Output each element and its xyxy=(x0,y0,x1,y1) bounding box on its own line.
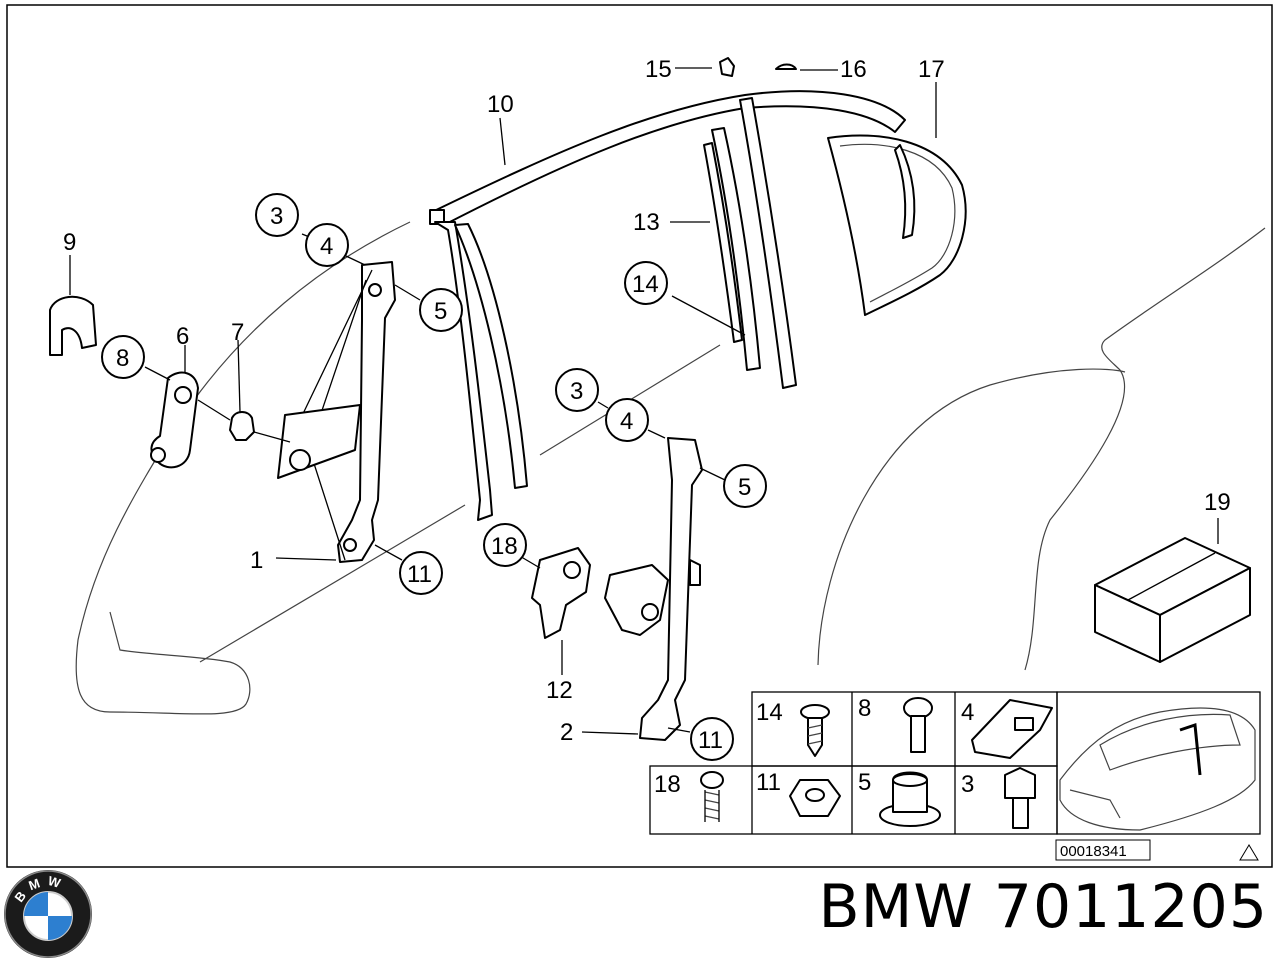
quarter-glass xyxy=(827,134,967,316)
callout-labels: 15 16 17 10 13 9 6 7 1 12 2 19 3 4 5 8 1… xyxy=(63,56,1231,754)
bubble-8 xyxy=(101,335,145,379)
label-15: 15 xyxy=(645,56,672,83)
label-16: 16 xyxy=(840,56,867,83)
nut-11-drawing xyxy=(789,779,841,817)
parts-diagram: 15 16 17 10 13 9 6 7 1 12 2 19 3 4 5 8 1… xyxy=(6,4,1273,868)
label-12: 12 xyxy=(546,677,573,704)
screw-18-drawing xyxy=(700,771,724,822)
label-4-rear: 4 xyxy=(620,408,633,435)
label-13: 13 xyxy=(633,209,660,236)
legend-label-5: 5 xyxy=(858,769,871,796)
label-11-front: 11 xyxy=(407,561,432,588)
diagram-frame xyxy=(6,4,1273,868)
label-17: 17 xyxy=(918,56,945,83)
bmw-logo: BMW xyxy=(2,868,94,965)
bolt-8-drawing xyxy=(903,697,933,753)
legend-label-14: 14 xyxy=(756,699,783,726)
label-3-front: 3 xyxy=(270,203,283,230)
legend-label-3: 3 xyxy=(961,771,974,798)
label-10: 10 xyxy=(487,91,514,118)
label-18-bubble: 18 xyxy=(491,533,518,560)
rear-window-regulator xyxy=(604,437,703,741)
bolt-3-drawing xyxy=(1004,767,1036,829)
legend-label-18: 18 xyxy=(654,771,681,798)
bubble-14 xyxy=(624,261,668,305)
label-1: 1 xyxy=(250,547,263,574)
label-8: 8 xyxy=(116,345,129,372)
legend-label-4: 4 xyxy=(961,699,974,726)
small-hardware xyxy=(49,295,291,469)
bubble-5-rear xyxy=(723,464,767,508)
bubble-5-front xyxy=(419,288,463,332)
bubble-4-front xyxy=(305,223,349,267)
bubble-11-front xyxy=(399,551,443,595)
label-2: 2 xyxy=(560,719,573,746)
label-9: 9 xyxy=(63,229,76,256)
window-motor xyxy=(531,547,591,639)
bubble-18 xyxy=(483,523,527,567)
bubble-4-rear xyxy=(605,398,649,442)
warning-triangle-icon xyxy=(1239,844,1259,861)
label-11-rear: 11 xyxy=(698,727,723,754)
front-window-regulator xyxy=(277,261,396,563)
label-5-rear: 5 xyxy=(738,474,751,501)
hardware-legend: 14 8 4 18 11 5 3 xyxy=(649,691,1261,861)
window-frame-strip xyxy=(429,90,906,521)
diagram-id: 00018341 xyxy=(1060,843,1127,860)
spacer-5-drawing xyxy=(879,771,941,827)
legend-label-8: 8 xyxy=(858,695,871,722)
trim-strips xyxy=(703,127,761,371)
car-body-outline xyxy=(75,221,1266,715)
bubble-3-front xyxy=(255,193,299,237)
label-6: 6 xyxy=(176,323,189,350)
parts-box xyxy=(1094,537,1251,663)
label-3-rear: 3 xyxy=(570,378,583,405)
label-14: 14 xyxy=(632,271,659,298)
label-5-front: 5 xyxy=(434,298,447,325)
label-7: 7 xyxy=(231,319,244,346)
legend-label-11: 11 xyxy=(756,769,781,796)
part-number-label: BMW 7011205 xyxy=(818,872,1268,942)
label-19: 19 xyxy=(1204,489,1231,516)
car-thumbnail-drawing xyxy=(1059,707,1256,831)
bubble-11-rear xyxy=(690,717,734,761)
label-4-front: 4 xyxy=(320,233,333,260)
bubble-3-rear xyxy=(555,368,599,412)
screw-14-drawing xyxy=(800,704,830,757)
clip-4-drawing xyxy=(971,699,1053,759)
callout-bubbles xyxy=(101,193,767,761)
leader-lines xyxy=(69,67,1219,735)
clip-parts xyxy=(719,57,797,77)
